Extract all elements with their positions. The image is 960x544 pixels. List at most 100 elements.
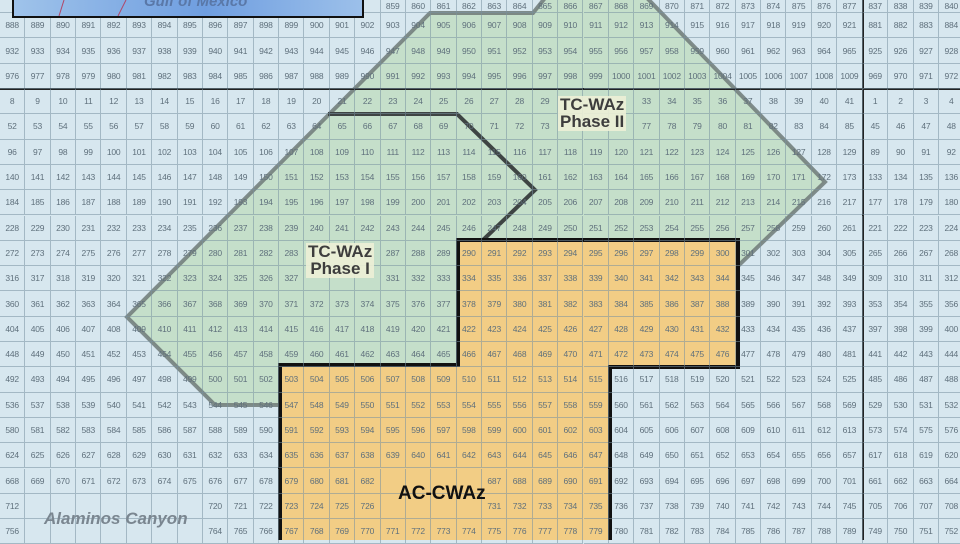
block-cell[interactable]: 588 bbox=[202, 417, 229, 444]
block-cell[interactable]: 469 bbox=[532, 342, 559, 368]
block-cell[interactable]: 458 bbox=[253, 342, 280, 368]
block-cell[interactable]: 150 bbox=[253, 164, 280, 191]
block-cell[interactable]: 725 bbox=[329, 493, 356, 520]
block-cell[interactable]: 106 bbox=[253, 139, 280, 165]
block-cell[interactable]: 606 bbox=[659, 417, 685, 444]
block-cell[interactable]: 901 bbox=[329, 13, 356, 39]
block-cell[interactable]: 100 bbox=[101, 139, 127, 165]
block-cell[interactable]: 15 bbox=[177, 89, 203, 115]
block-cell[interactable]: 668 bbox=[0, 468, 26, 494]
block-cell[interactable]: 470 bbox=[558, 342, 584, 368]
block-cell[interactable]: 83 bbox=[786, 114, 812, 140]
block-cell[interactable]: 733 bbox=[532, 493, 559, 520]
block-cell[interactable]: 70 bbox=[456, 114, 483, 140]
block-cell[interactable]: 612 bbox=[811, 417, 838, 444]
block-cell[interactable]: 936 bbox=[101, 38, 127, 64]
block-cell[interactable]: 911 bbox=[583, 13, 609, 39]
block-cell[interactable]: 632 bbox=[202, 443, 229, 469]
block-cell[interactable]: 107 bbox=[279, 139, 305, 165]
block-cell[interactable]: 889 bbox=[25, 13, 51, 39]
block-cell[interactable]: 37 bbox=[735, 89, 762, 115]
block-cell[interactable]: 904 bbox=[405, 13, 432, 39]
block-cell[interactable]: 239 bbox=[279, 215, 305, 241]
block-cell[interactable]: 774 bbox=[456, 519, 483, 544]
block-cell[interactable]: 417 bbox=[329, 316, 356, 342]
block-cell[interactable]: 281 bbox=[228, 240, 254, 267]
block-cell[interactable]: 433 bbox=[735, 316, 762, 342]
block-cell[interactable]: 997 bbox=[532, 63, 559, 89]
east-block-cell[interactable]: 485 bbox=[863, 367, 889, 393]
block-cell[interactable]: 252 bbox=[608, 215, 635, 241]
block-cell[interactable]: 335 bbox=[482, 266, 508, 292]
block-cell[interactable]: 420 bbox=[405, 316, 432, 342]
block-cell[interactable]: 993 bbox=[431, 63, 457, 89]
block-cell[interactable]: 290 bbox=[456, 240, 483, 267]
block-cell[interactable]: 561 bbox=[634, 392, 660, 418]
block-cell[interactable]: 871 bbox=[684, 0, 711, 14]
block-cell[interactable]: 935 bbox=[76, 38, 102, 64]
block-cell[interactable]: 9 bbox=[25, 89, 51, 115]
block-cell[interactable]: 602 bbox=[558, 417, 584, 444]
block-cell[interactable]: 943 bbox=[279, 38, 305, 64]
block-cell[interactable]: 557 bbox=[532, 392, 559, 418]
block-cell[interactable]: 979 bbox=[76, 63, 102, 89]
block-cell[interactable]: 785 bbox=[735, 519, 762, 544]
block-cell[interactable]: 26 bbox=[456, 89, 483, 115]
block-cell[interactable]: 406 bbox=[50, 316, 77, 342]
block-cell[interactable]: 590 bbox=[253, 417, 280, 444]
block-cell[interactable]: 539 bbox=[76, 392, 102, 418]
block-cell[interactable]: 518 bbox=[659, 367, 685, 393]
block-cell[interactable]: 437 bbox=[837, 316, 863, 342]
block-cell[interactable]: 477 bbox=[735, 342, 762, 368]
block-cell[interactable] bbox=[329, 266, 356, 292]
block-cell[interactable]: 1005 bbox=[735, 63, 762, 89]
east-block-cell[interactable]: 531 bbox=[913, 392, 940, 418]
block-cell[interactable]: 581 bbox=[25, 417, 51, 444]
block-cell[interactable]: 650 bbox=[659, 443, 685, 469]
block-cell[interactable]: 142 bbox=[50, 164, 77, 191]
east-block-cell[interactable]: 750 bbox=[888, 519, 914, 544]
block-cell[interactable]: 608 bbox=[710, 417, 736, 444]
block-cell[interactable]: 280 bbox=[202, 240, 229, 267]
block-cell[interactable]: 167 bbox=[684, 164, 711, 191]
block-cell[interactable]: 980 bbox=[101, 63, 127, 89]
block-cell[interactable]: 654 bbox=[761, 443, 787, 469]
block-cell[interactable]: 56 bbox=[101, 114, 127, 140]
block-cell[interactable]: 988 bbox=[304, 63, 330, 89]
block-cell[interactable]: 655 bbox=[786, 443, 812, 469]
block-cell[interactable]: 84 bbox=[811, 114, 838, 140]
block-cell[interactable]: 451 bbox=[76, 342, 102, 368]
block-cell[interactable]: 981 bbox=[126, 63, 153, 89]
block-cell[interactable]: 371 bbox=[279, 291, 305, 317]
east-block-cell[interactable]: 443 bbox=[913, 342, 940, 368]
block-cell[interactable]: 291 bbox=[482, 240, 508, 267]
block-cell[interactable]: 249 bbox=[532, 215, 559, 241]
block-cell[interactable]: 244 bbox=[405, 215, 432, 241]
block-cell[interactable]: 298 bbox=[659, 240, 685, 267]
block-cell[interactable]: 473 bbox=[634, 342, 660, 368]
block-cell[interactable]: 959 bbox=[684, 38, 711, 64]
block-cell[interactable]: 454 bbox=[152, 342, 178, 368]
block-cell[interactable]: 989 bbox=[329, 63, 356, 89]
block-cell[interactable]: 342 bbox=[659, 266, 685, 292]
block-cell[interactable]: 73 bbox=[532, 114, 559, 140]
block-cell[interactable]: 768 bbox=[304, 519, 330, 544]
east-block-cell[interactable]: 661 bbox=[863, 468, 889, 494]
block-cell[interactable]: 898 bbox=[253, 13, 280, 39]
block-cell[interactable]: 145 bbox=[126, 164, 153, 191]
block-cell[interactable]: 188 bbox=[101, 190, 127, 216]
block-cell[interactable]: 652 bbox=[710, 443, 736, 469]
block-cell[interactable]: 587 bbox=[177, 417, 203, 444]
block-cell[interactable]: 953 bbox=[532, 38, 559, 64]
block-cell[interactable]: 419 bbox=[380, 316, 406, 342]
block-cell[interactable]: 147 bbox=[177, 164, 203, 191]
block-cell[interactable]: 681 bbox=[329, 468, 356, 494]
block-cell[interactable]: 211 bbox=[684, 190, 711, 216]
block-cell[interactable]: 674 bbox=[152, 468, 178, 494]
block-cell[interactable]: 649 bbox=[634, 443, 660, 469]
east-block-cell[interactable]: 48 bbox=[939, 114, 960, 140]
block-cell[interactable]: 144 bbox=[101, 164, 127, 191]
block-cell[interactable]: 965 bbox=[837, 38, 863, 64]
block-cell[interactable]: 33 bbox=[634, 89, 660, 115]
block-cell[interactable]: 631 bbox=[177, 443, 203, 469]
